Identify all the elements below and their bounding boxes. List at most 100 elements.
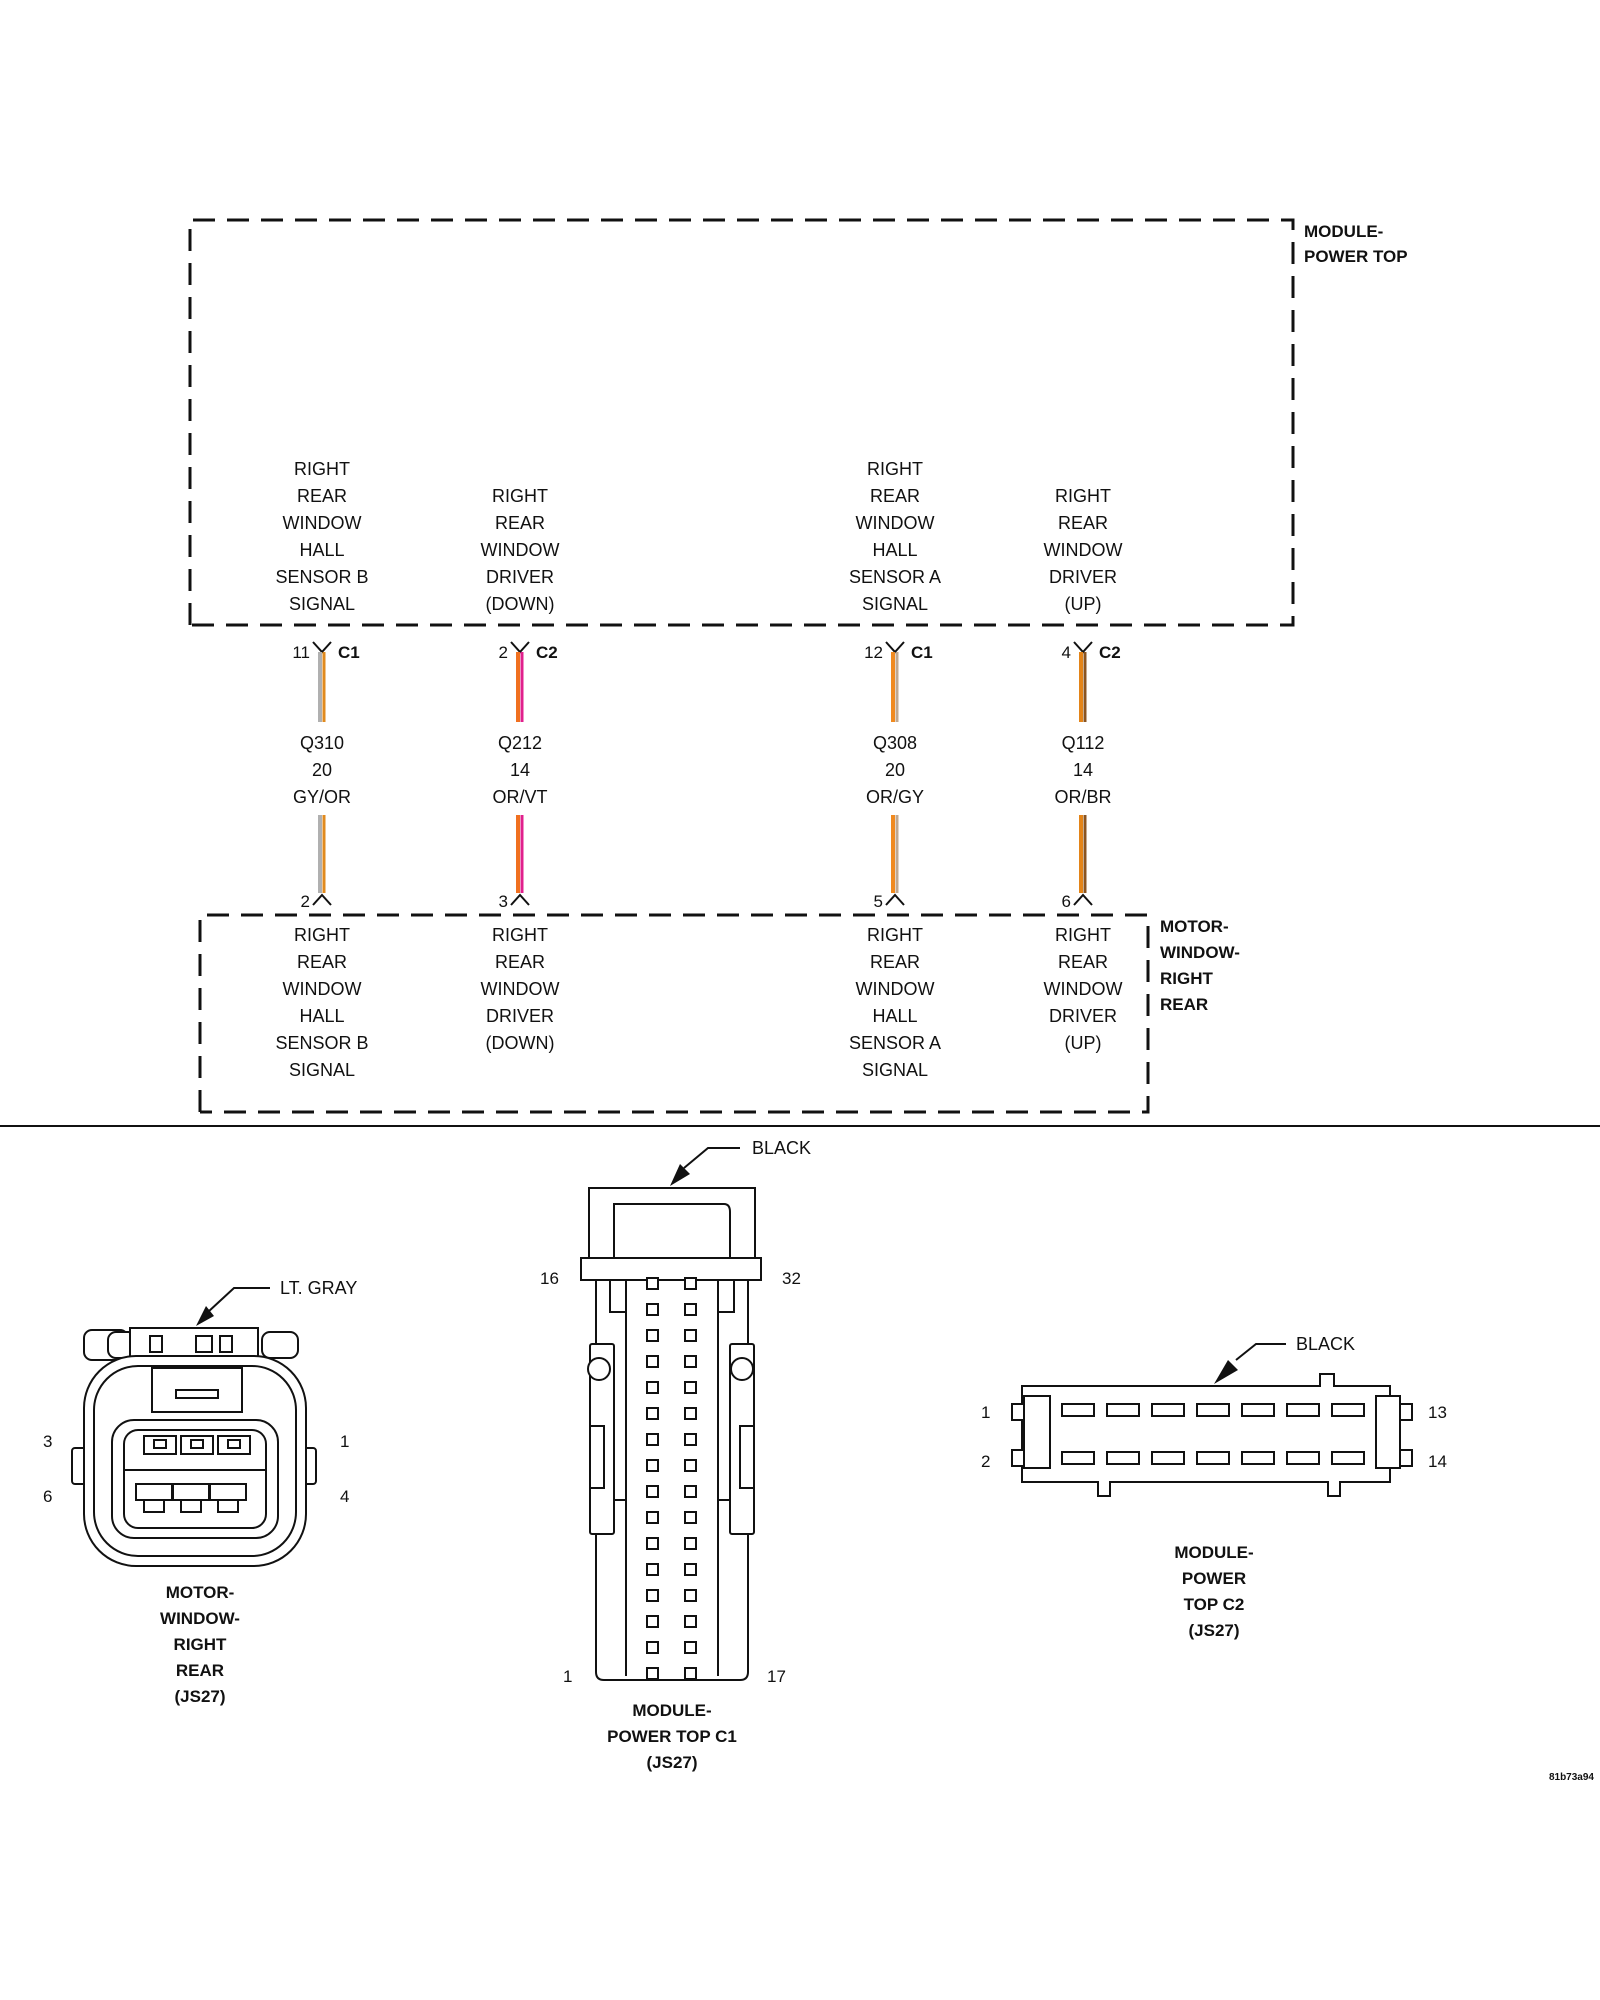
- circuit-3-wire-id: Q308: [873, 733, 917, 753]
- circuit-3-top-label-line: RIGHT: [867, 459, 923, 479]
- c2-connector-title-4: (JS27): [1188, 1621, 1239, 1640]
- module-power-top-name-2: POWER TOP: [1304, 247, 1408, 266]
- circuit-4-top-label-line: DRIVER: [1049, 567, 1117, 587]
- c1-cavity: [684, 1589, 697, 1602]
- circuit-4-top-connector: C2: [1099, 643, 1121, 662]
- circuit-1-top-pin-marker: [312, 641, 332, 654]
- circuit-4-bottom-pin: 6: [1062, 892, 1071, 911]
- circuit-3-top-pin-marker: [885, 641, 905, 654]
- c2-cavity: [1241, 1451, 1275, 1465]
- circuit-2-top-label-line: DRIVER: [486, 567, 554, 587]
- circuit-2-bottom-label-line: (DOWN): [486, 1033, 555, 1053]
- circuit-3-gauge: 20: [885, 760, 905, 780]
- c1-pin-32: 32: [782, 1269, 801, 1288]
- c1-cavity: [646, 1407, 659, 1420]
- motor-pin-3: 3: [43, 1432, 52, 1451]
- circuit-1-top-label-line: HALL: [299, 540, 344, 560]
- c2-connector-title-1: MODULE-: [1174, 1543, 1253, 1562]
- circuit-4-bottom-label-line: WINDOW: [1044, 979, 1123, 999]
- circuit-1-top-pin: 11: [292, 643, 310, 662]
- circuit-2-top-label-line: RIGHT: [492, 486, 548, 506]
- c2-cavity: [1061, 1403, 1095, 1417]
- c2-cavity: [1331, 1451, 1365, 1465]
- c1-cavity: [684, 1459, 697, 1472]
- c1-cavity: [684, 1381, 697, 1394]
- circuit-3-top-label-line: HALL: [872, 540, 917, 560]
- c1-cavity: [646, 1303, 659, 1316]
- c2-cavity: [1286, 1451, 1320, 1465]
- motor-connector-title-4: REAR: [176, 1661, 224, 1680]
- circuit-1-bottom-label-line: WINDOW: [283, 979, 362, 999]
- circuit-4-bottom-label-line: DRIVER: [1049, 1006, 1117, 1026]
- c2-cavity: [1241, 1403, 1275, 1417]
- motor-pin-6: 6: [43, 1487, 52, 1506]
- circuit-4-bottom-pin-marker: [1073, 893, 1093, 906]
- circuit-4-top-label-line: WINDOW: [1044, 540, 1123, 560]
- c1-cavity: [684, 1485, 697, 1498]
- circuit-4-top-pin-marker: [1073, 641, 1093, 654]
- circuit-2-top-label-line: REAR: [495, 513, 545, 533]
- c2-cavity: [1061, 1451, 1095, 1465]
- circuit-3-bottom-label-line: HALL: [872, 1006, 917, 1026]
- circuit-3-bottom-label-line: SENSOR A: [849, 1033, 941, 1053]
- c2-cavity: [1196, 1451, 1230, 1465]
- c2-connector-color: BLACK: [1296, 1334, 1355, 1354]
- circuit-4-bottom-label-line: (UP): [1065, 1033, 1102, 1053]
- circuit-2-color-code: OR/VT: [492, 787, 547, 807]
- circuit-2-bottom-pin-marker: [510, 893, 530, 906]
- c1-cavity: [646, 1615, 659, 1628]
- circuit-1-top-label-line: SENSOR B: [275, 567, 368, 587]
- c2-connector-title-2: POWER: [1182, 1569, 1246, 1588]
- c1-cavity: [684, 1433, 697, 1446]
- circuit-4-top-pin: 4: [1062, 643, 1071, 662]
- circuit-2-top-label-line: WINDOW: [481, 540, 560, 560]
- circuit-3-top-label-line: WINDOW: [856, 513, 935, 533]
- circuit-1-color-code: GY/OR: [293, 787, 351, 807]
- module-power-top-name-1: MODULE-: [1304, 222, 1383, 241]
- diagram-id: 81b73a94: [1549, 1772, 1594, 1783]
- c1-pin-1: 1: [563, 1667, 572, 1686]
- c1-cavity: [646, 1641, 659, 1654]
- motor-window-name-2: WINDOW-: [1160, 943, 1240, 962]
- c2-color-callout: BLACK: [1214, 1334, 1355, 1384]
- motor-connector-title-5: (JS27): [174, 1687, 225, 1706]
- module-power-top-boundary: [188, 218, 1295, 627]
- circuit-4-color-code: OR/BR: [1054, 787, 1111, 807]
- module-power-top: MODULE- POWER TOP: [188, 218, 1408, 627]
- c2-connector-title-3: TOP C2: [1184, 1595, 1245, 1614]
- motor-window-connector: LT. GRAY 3 1 6 4 MOTOR- WINDOW- RIGHT RE…: [43, 1278, 357, 1706]
- motor-connector-drawing: [71, 1327, 317, 1567]
- circuit-1-top-label-line: REAR: [297, 486, 347, 506]
- circuit-4-gauge: 14: [1073, 760, 1093, 780]
- motor-connector-color: LT. GRAY: [280, 1278, 357, 1298]
- circuit-1-bottom-label-line: REAR: [297, 952, 347, 972]
- circuit-1-bottom-pin-marker: [312, 893, 332, 906]
- circuit-1-bottom-pin: 2: [301, 892, 310, 911]
- circuit-4-bottom-label-line: REAR: [1058, 952, 1108, 972]
- c1-cavity: [684, 1667, 697, 1680]
- circuit-4-wire-id: Q112: [1062, 733, 1105, 753]
- circuit-4-top-label-line: (UP): [1065, 594, 1102, 614]
- c1-cavity: [684, 1407, 697, 1420]
- circuit-2-gauge: 14: [510, 760, 530, 780]
- c1-cavity: [646, 1485, 659, 1498]
- circuit-3-top-pin: 12: [864, 643, 883, 662]
- c1-connector-title-3: (JS27): [646, 1753, 697, 1772]
- c1-cavity: [684, 1537, 697, 1550]
- c1-cavity: [646, 1537, 659, 1550]
- c2-pin-1: 1: [981, 1403, 990, 1422]
- motor-connector-title-1: MOTOR-: [166, 1583, 235, 1602]
- c1-cavity: [684, 1563, 697, 1576]
- circuit-2-wire-id: Q212: [498, 733, 542, 753]
- c1-cavity: [684, 1355, 697, 1368]
- circuit-2-top-pin: 2: [499, 643, 508, 662]
- c2-cavity: [1106, 1403, 1140, 1417]
- circuit-3-bottom-label-line: RIGHT: [867, 925, 923, 945]
- c1-cavity: [646, 1329, 659, 1342]
- c1-cavity: [684, 1511, 697, 1524]
